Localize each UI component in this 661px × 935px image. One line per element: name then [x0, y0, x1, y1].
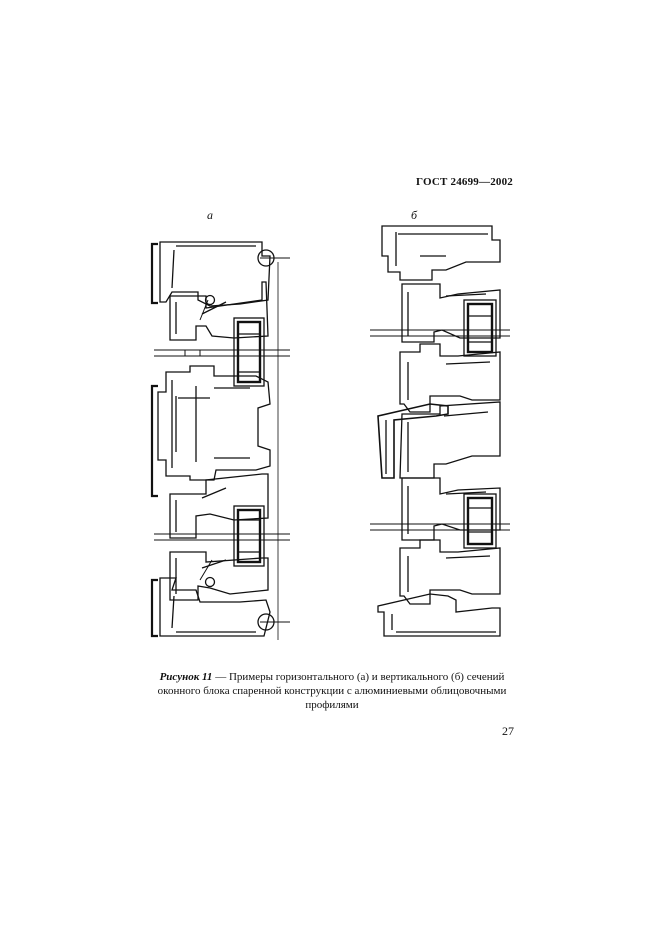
page-number: 27 [502, 724, 514, 738]
section-b-drawing [370, 225, 510, 637]
figure-label-a: а [207, 208, 213, 222]
figure-label-b: б [411, 208, 418, 222]
document-standard-header: ГОСТ 24699—2002 [416, 176, 513, 188]
figure-caption-lead: Рисунок 11 [159, 671, 213, 683]
figure-caption-text: — Примеры горизонтального (а) и вертикал… [157, 671, 507, 711]
figure-caption: Рисунок 11 — Примеры горизонтального (а)… [144, 670, 520, 712]
section-a-drawing [150, 241, 290, 640]
